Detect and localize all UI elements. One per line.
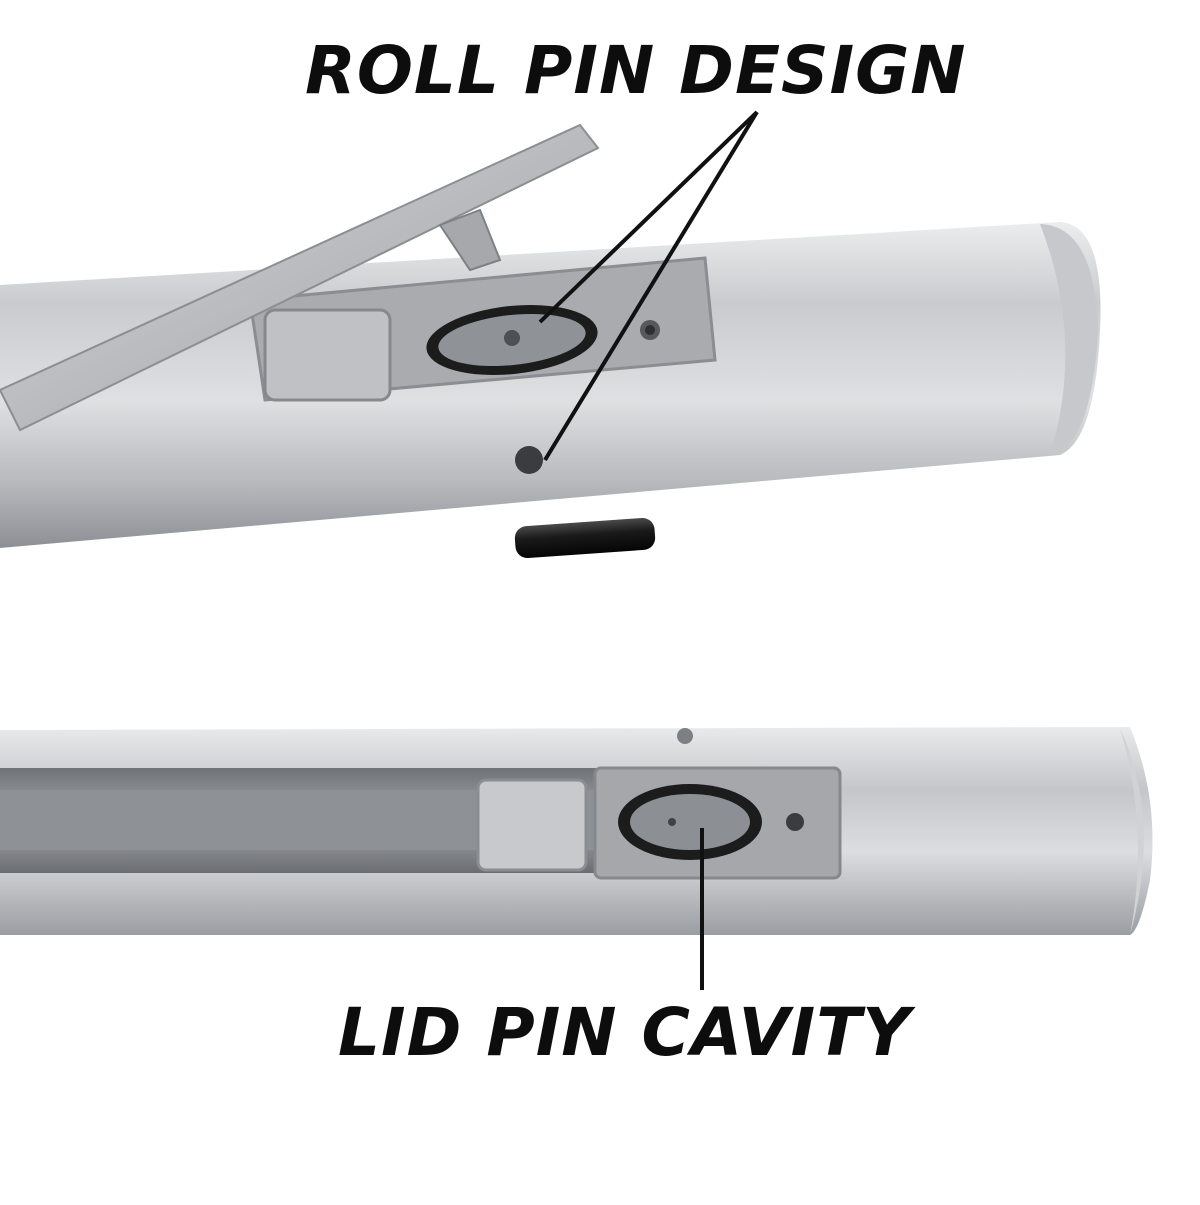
callout-line-seal bbox=[538, 110, 759, 324]
top-tube-assembly bbox=[0, 123, 1101, 548]
callout-lines bbox=[538, 110, 759, 990]
roll-pin bbox=[514, 517, 656, 559]
bottom-tube-assembly bbox=[0, 727, 1153, 935]
lid-pin-cavity-label: LID PIN CAVITY bbox=[338, 994, 912, 1071]
callout-line-hole bbox=[543, 110, 759, 462]
roll-pin-design-label: ROLL PIN DESIGN bbox=[305, 32, 967, 109]
